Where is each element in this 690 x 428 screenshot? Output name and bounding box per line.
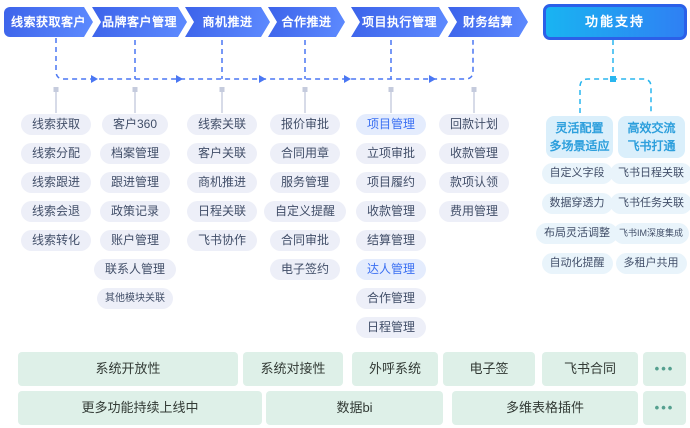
feature-pill: 客户360 [101,114,169,135]
feature-pill: 费用管理 [438,201,509,222]
feature-pill: 合作管理 [355,288,426,309]
support-card-line: 高效交流 [627,121,676,135]
support-pill: 飞书IM深度集成 [613,223,689,244]
feature-pill: 档案管理 [99,143,170,164]
feature-pill: 跟进管理 [99,172,170,193]
feature-pill: 客户关联 [186,143,257,164]
feature-pill: 线索会退 [20,201,91,222]
support-column-feishu: 飞书日程关联飞书任务关联飞书IM深度集成多租户共用 [596,163,690,274]
column-brand-customer: 客户360 档案管理跟进管理政策记录账户管理联系人管理其他模块关联 [70,114,200,309]
feature-pill: 政策记录 [99,201,170,222]
flow-steps: 线索获取客户品牌客户管理商机推进合作推进项目执行管理财务结算 [0,0,690,44]
feature-pill: 达人管理 [355,259,426,280]
feature-pill: 线索获取 [20,114,91,135]
feature-pill: 线索跟进 [20,172,91,193]
feature-pill: 项目管理 [355,114,426,135]
feature-pill: 收款管理 [438,143,509,164]
feature-pill: 自定义提醒 [263,201,346,222]
support-card-line: 灵活配置 [555,121,604,135]
feature-pill: 款项认领 [438,172,509,193]
capability-box: 多维表格插件 [452,391,638,425]
support-pill: 布局灵活调整 [536,223,618,244]
feature-pill: 日程关联 [186,201,257,222]
feature-pill: 线索关联 [186,114,257,135]
support-pill: 飞书任务关联 [610,193,690,214]
support-pill: 多租户共用 [615,253,687,274]
feature-pill: 电子签约 [269,259,340,280]
column-lead-acquisition: 线索获取线索分配线索跟进线索会退线索转化 [0,114,121,251]
feature-pill: 立项审批 [355,143,426,164]
support-card-feishu-link: 高效交流 飞书打通 [618,116,685,158]
capability-box: 数据bi [266,391,443,425]
column-cooperation: 报价审批合同用章服务管理自定义提醒合同审批电子签约 [240,114,370,280]
support-pill: 飞书日程关联 [610,163,690,184]
capability-box: 系统对接性 [243,352,343,386]
flow-step-4: 合作推进 [268,7,345,37]
feature-pill: 商机推进 [186,172,257,193]
support-card-line: 多场景适应 [549,139,610,153]
feature-pill: 合同用章 [269,143,340,164]
more-ellipsis: ••• [643,391,686,425]
support-card-line: 飞书打通 [627,139,676,153]
support-pill: 自动化提醒 [541,253,613,274]
capability-box: 电子签 [443,352,535,386]
feature-pill: 线索转化 [20,230,91,251]
feature-pill: 收款管理 [355,201,426,222]
capability-box: 飞书合同 [542,352,638,386]
column-project-execution: 项目管理立项审批项目履约收款管理结算管理达人管理合作管理日程管理 [326,114,456,338]
flow-step-5: 项目执行管理 [351,7,448,37]
feature-pill: 联系人管理 [93,259,176,280]
column-finance: 回款计划收款管理款项认领费用管理 [409,114,539,222]
feature-pill: 日程管理 [355,317,426,338]
feature-pill: 报价审批 [269,114,340,135]
more-ellipsis: ••• [643,352,686,386]
flow-step-6: 财务结算 [448,7,528,37]
support-card-flexible-config: 灵活配置 多场景适应 [546,116,613,158]
feature-pill: 账户管理 [99,230,170,251]
feature-pill: 结算管理 [355,230,426,251]
support-pill: 自定义字段 [541,163,613,184]
capability-box: 外呼系统 [352,352,438,386]
feature-pill: 项目履约 [355,172,426,193]
column-opportunity: 线索关联客户关联商机推进日程关联飞书协作 [157,114,287,251]
feature-pill: 服务管理 [269,172,340,193]
support-pill: 数据穿透力 [541,193,613,214]
feature-pill: 其他模块关联 [97,288,173,309]
flow-step-3: 商机推进 [185,7,270,37]
function-support-button: 功能支持 [543,4,687,40]
capability-box: 更多功能持续上线中 [18,391,262,425]
feature-pill: 飞书协作 [186,230,257,251]
feature-pill: 回款计划 [438,114,509,135]
feature-pill: 合同审批 [269,230,340,251]
capability-row-2: 更多功能持续上线中数据bi 多维表格插件••• [0,391,690,425]
capability-row-1: 系统开放性系统对接性外呼系统电子签飞书合同••• [0,352,690,386]
capability-box: 系统开放性 [18,352,238,386]
support-column-flexible: 自定义字段数据穿透力布局灵活调整自动化提醒 [522,163,632,274]
feature-pill: 线索分配 [20,143,91,164]
flow-step-2: 品牌客户管理 [92,7,187,37]
flow-step-1: 线索获取客户 [4,7,93,37]
